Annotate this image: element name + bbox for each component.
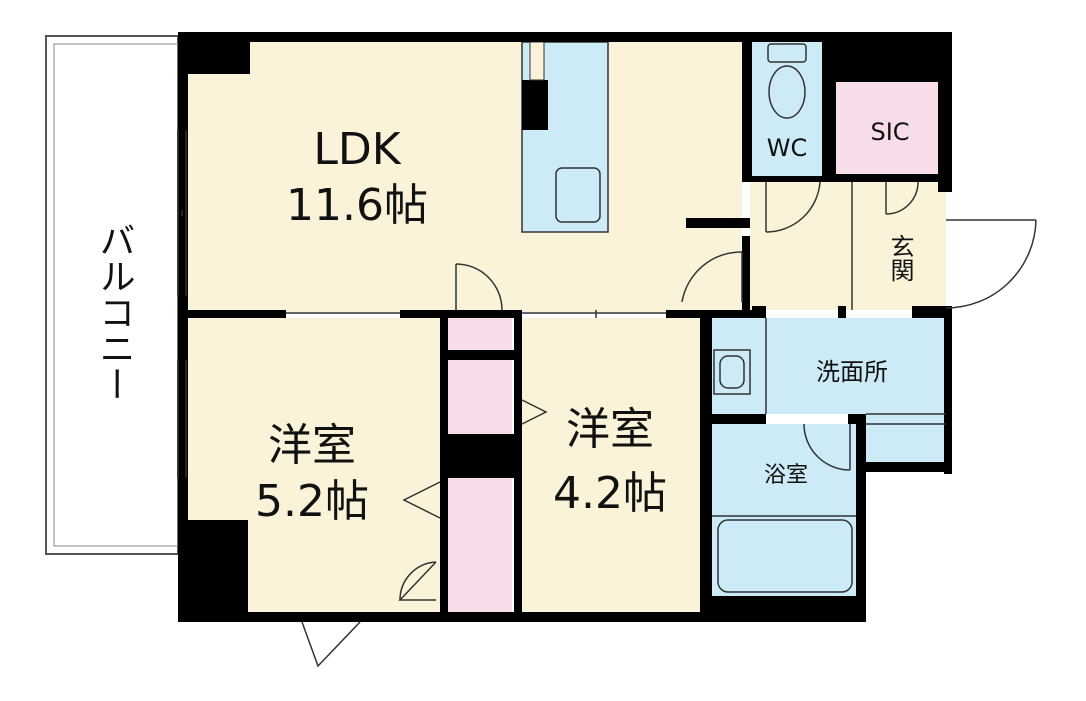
washroom-label: 洗面所: [816, 358, 888, 386]
hall-floor: [750, 182, 946, 310]
sic-floor: [836, 82, 946, 178]
closet-top: [446, 318, 512, 352]
room-east-floor: [522, 318, 700, 614]
ldk-size-label: 11.6帖: [286, 180, 428, 231]
closet-mid: [446, 360, 512, 434]
bathtub: [717, 519, 853, 593]
ldk-name-label: LDK: [313, 124, 401, 175]
doors: [301, 181, 1037, 668]
kitchen-counter: [521, 41, 609, 233]
closet-bottom: [446, 478, 512, 614]
washbasin: [713, 349, 751, 395]
partitions: [177, 130, 946, 517]
room-west-size-label: 5.2帖: [255, 476, 369, 527]
sic-label: SIC: [870, 118, 909, 146]
washroom-lower: [866, 414, 946, 464]
washroom-floor: [712, 318, 946, 414]
walls: [178, 32, 952, 622]
entrance-label: 玄関: [886, 234, 914, 282]
bathroom-label: 浴室: [764, 463, 808, 488]
balcony-label: バルコニー: [94, 222, 135, 402]
wc-label: WC: [767, 134, 808, 162]
toilet: [767, 43, 807, 119]
room-west-name-label: 洋室: [268, 420, 356, 471]
ldk-floor: [186, 40, 742, 312]
room-east-size-label: 4.2帖: [553, 468, 667, 519]
room-east-name-label: 洋室: [566, 404, 654, 455]
balcony: [45, 35, 179, 555]
